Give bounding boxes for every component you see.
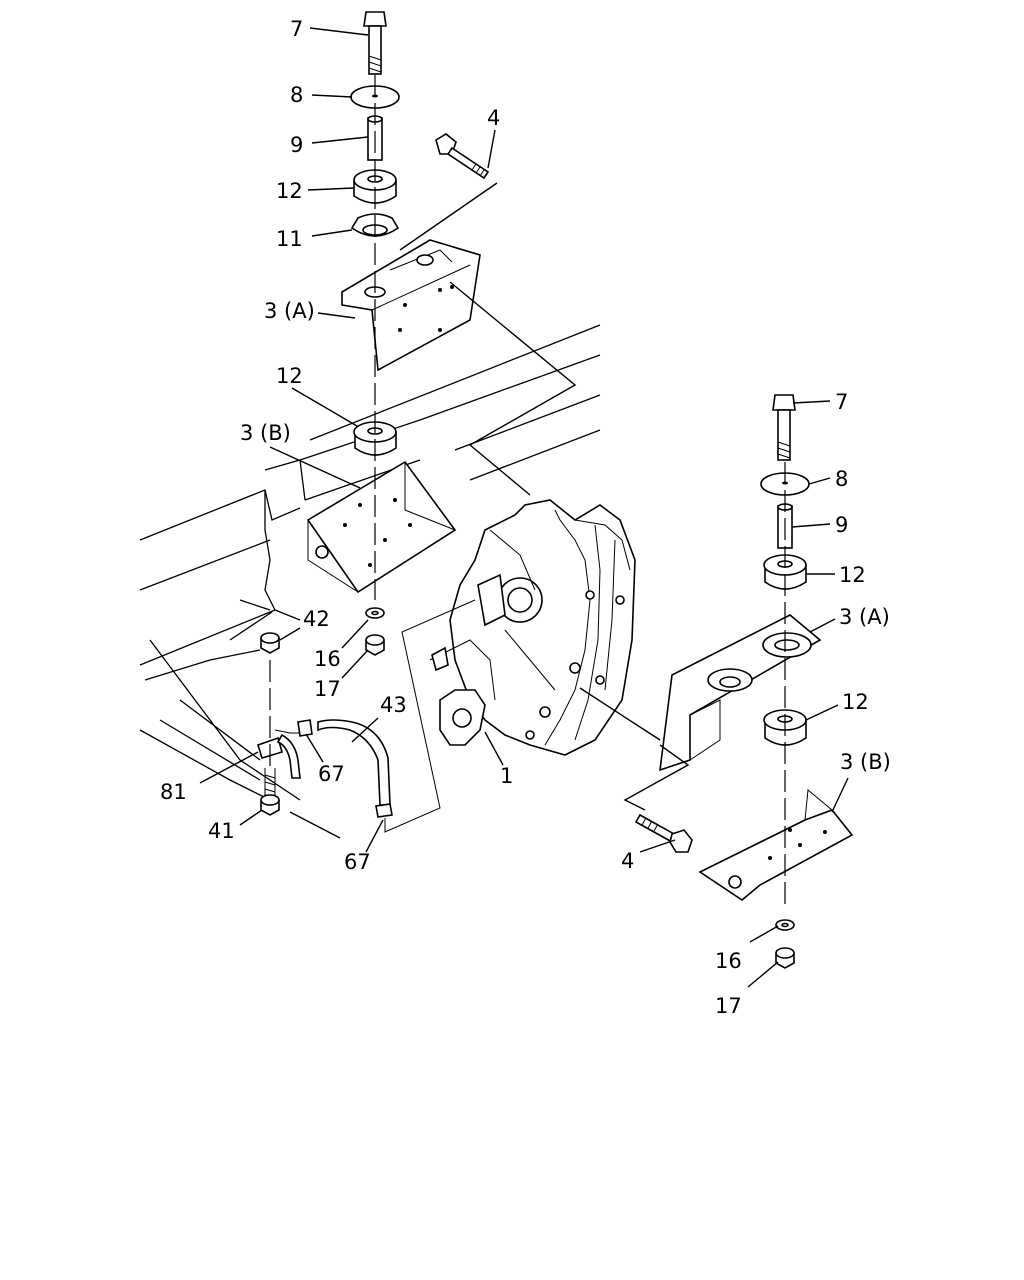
leader-lines xyxy=(199,27,849,988)
bracket-3B-right xyxy=(698,789,854,901)
callout-12-upper-left: 12 xyxy=(276,179,303,203)
transfer-case-1 xyxy=(429,499,636,756)
callout-81: 81 xyxy=(160,780,187,804)
callout-4-upper: 4 xyxy=(487,106,500,130)
callout-67-upper: 67 xyxy=(318,762,345,786)
washer-16-left xyxy=(365,607,385,619)
callout-16-right: 16 xyxy=(715,949,742,973)
bolt-4-upper xyxy=(435,133,490,180)
bolt-41 xyxy=(260,768,280,816)
callout-42: 42 xyxy=(303,607,330,631)
clip-67-lower xyxy=(375,803,393,818)
callout-43: 43 xyxy=(380,693,407,717)
hose-short xyxy=(276,733,301,779)
callout-7-right: 7 xyxy=(835,390,848,414)
callout-4-lower: 4 xyxy=(621,849,634,873)
bolt-4-lower xyxy=(634,813,693,853)
callout-3A-left: 3 (A) xyxy=(264,299,315,323)
clip-67-upper xyxy=(297,719,313,737)
callout-17-left: 17 xyxy=(314,677,341,701)
bracket-3B-left xyxy=(306,460,457,594)
nut-17-right xyxy=(775,947,795,969)
callout-16-left: 16 xyxy=(314,647,341,671)
bracket-3A-left xyxy=(341,239,481,372)
callout-8-right: 8 xyxy=(835,467,848,491)
bolt-7-top-left xyxy=(363,11,387,75)
callout-7-left: 7 xyxy=(290,17,303,41)
bracket-3A-right xyxy=(659,614,822,772)
callout-67-lower: 67 xyxy=(344,850,371,874)
right-mount-stack xyxy=(634,394,854,969)
reference-lines xyxy=(289,182,690,839)
callout-17-right: 17 xyxy=(715,994,742,1018)
callout-3B-right: 3 (B) xyxy=(840,750,891,774)
callout-8-left: 8 xyxy=(290,83,303,107)
callout-1: 1 xyxy=(500,764,513,788)
callout-9-left: 9 xyxy=(290,133,303,157)
callout-41: 41 xyxy=(208,819,235,843)
nut-42 xyxy=(260,632,280,654)
callout-labels: 7 8 9 4 12 11 3 (A) 12 3 (B) 42 16 17 43… xyxy=(160,17,891,1018)
callout-3B-left: 3 (B) xyxy=(240,421,291,445)
callout-11: 11 xyxy=(276,227,303,251)
hose-assembly xyxy=(257,599,476,833)
nut-17-left xyxy=(365,634,385,656)
callout-12-lower-left: 12 xyxy=(276,364,303,388)
washer-16-right xyxy=(775,919,795,931)
callout-9-right: 9 xyxy=(835,513,848,537)
chassis-frame xyxy=(139,324,601,801)
bolt-7-right xyxy=(772,394,796,461)
callout-3A-right: 3 (A) xyxy=(839,605,890,629)
callout-12-upper-right: 12 xyxy=(839,563,866,587)
left-mount-stack xyxy=(306,11,490,656)
callout-12-lower-right: 12 xyxy=(842,690,869,714)
